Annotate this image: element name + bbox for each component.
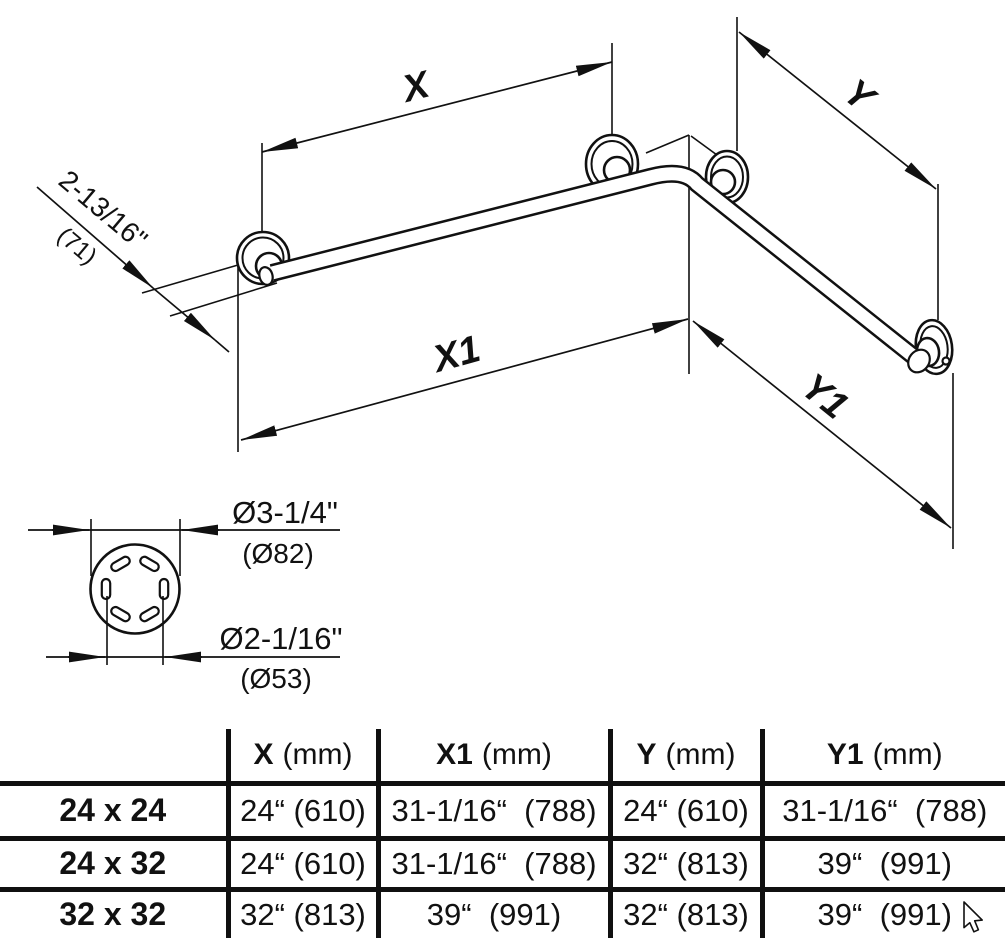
dim-label-y1: Y1 [793,366,856,428]
bar-end-cap-left [258,266,274,286]
table-row: 24 x 24 24“ (610) 31-1/16“ (788) 24“ (61… [0,783,1005,841]
bolt-circle-dim [46,596,340,665]
dim-label-x: X [397,63,437,111]
header-x: X(mm) [225,729,378,786]
table-row: 32 x 32 32“ (813) 39“ (991) 32“ (813) 39… [0,889,1005,938]
mounting-slots [100,555,170,623]
mouse-cursor-icon [963,901,983,933]
header-y1: Y1(mm) [759,729,1005,786]
bar-end-cap-right [907,348,931,374]
bolt-circle-label: Ø2-1/16" [219,621,342,656]
dim-line-offset [36,186,230,353]
dim-label-x1: X1 [427,328,485,381]
size-spec-table: X(mm) X1(mm) Y(mm) Y1(mm) 24 x 24 24“ (6… [0,729,1005,938]
header-y: Y(mm) [607,729,762,786]
spec-cell-x1: 31-1/16“ (788) [375,838,610,892]
spec-cell-x1: 31-1/16“ (788) [375,783,610,841]
spec-cell-x: 24“ (610) [225,783,378,841]
offset-reference-lines [141,264,278,317]
spec-cell-x: 24“ (610) [225,838,378,892]
grab-bar-technical-drawing: X X1 Y Y1 2-13/16" (71) [28,17,954,694]
spec-cell-y: 32“ (813) [607,838,762,892]
dim-line-y1 [692,320,952,529]
spec-cell-y: 32“ (813) [607,889,762,938]
header-x1: X1(mm) [375,729,610,786]
spec-cell-y1: 31-1/16“ (788) [759,783,1005,841]
outer-diameter-label: Ø3-1/4" [232,495,338,530]
bolt-circle-mm-label: (Ø53) [240,663,312,694]
table-row: 24 x 32 24“ (610) 31-1/16“ (788) 32“ (81… [0,838,1005,892]
flange-detail-view: Ø3-1/4" (Ø82) Ø2-1/16" (Ø53) [28,495,343,694]
spec-cell-x1: 39“ (991) [375,889,610,938]
table-header-row: X(mm) X1(mm) Y(mm) Y1(mm) [0,729,1005,786]
dim-line-y [738,31,937,190]
offset-dim-mm: (71) [52,222,102,270]
spec-cell-y1: 39“ (991) [759,838,1005,892]
spec-cell-x: 32“ (813) [225,889,378,938]
size-label: 24 x 32 [0,838,228,892]
outer-diameter-mm-label: (Ø82) [242,538,314,569]
spec-cell-y: 24“ (610) [607,783,762,841]
header-empty-cell [0,729,228,786]
extension-lines [237,17,954,549]
dimension-lines [36,31,952,529]
size-label: 24 x 24 [0,783,228,841]
grab-bar-tube [258,164,951,374]
outer-diameter-dim [28,519,340,576]
dim-line-x1 [240,318,689,441]
size-label: 32 x 32 [59,896,167,933]
dim-line-x [261,61,613,153]
screw-dot [941,356,951,366]
